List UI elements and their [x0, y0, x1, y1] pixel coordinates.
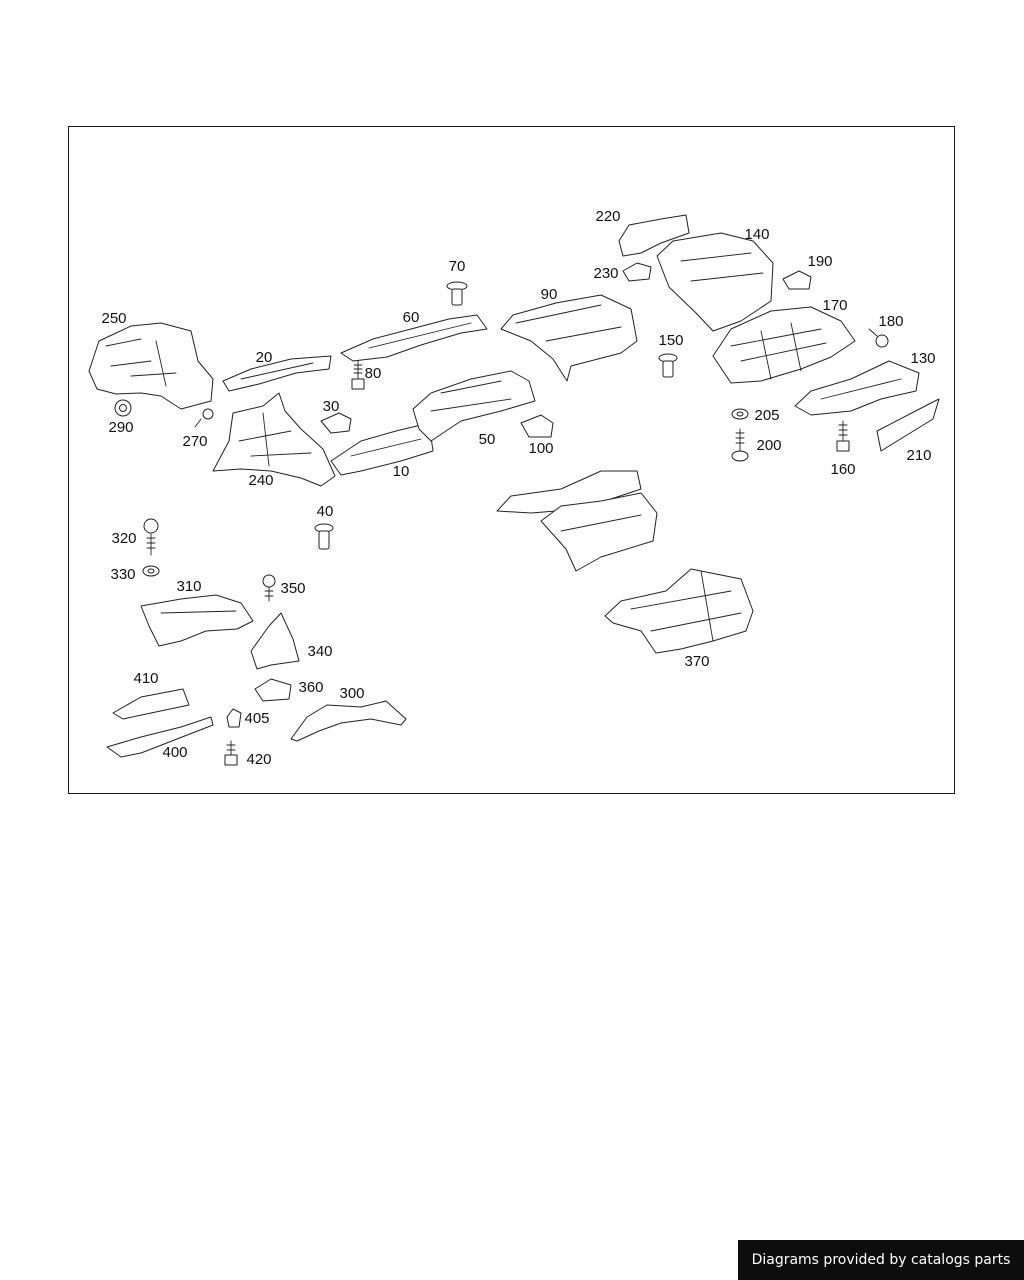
callout-140: 140 — [744, 226, 769, 243]
callout-290: 290 — [108, 419, 133, 436]
callout-40: 40 — [317, 503, 334, 520]
part-405-clip — [226, 708, 242, 728]
callout-330: 330 — [110, 566, 135, 583]
part-330-washer — [142, 565, 160, 577]
part-40-bolt — [314, 523, 334, 550]
callout-20: 20 — [256, 349, 273, 366]
part-140-cover — [656, 232, 774, 332]
part-160-screw — [836, 420, 850, 452]
part-320-bolt — [143, 518, 159, 556]
callout-230: 230 — [593, 265, 618, 282]
part-10-shield — [330, 424, 434, 476]
callout-400: 400 — [162, 744, 187, 761]
callout-50: 50 — [479, 431, 496, 448]
credit-text: Diagrams provided by catalogs parts — [751, 1252, 1011, 1268]
part-230-clip — [622, 262, 652, 282]
callout-310: 310 — [176, 578, 201, 595]
callout-70: 70 — [449, 258, 466, 275]
callout-420: 420 — [246, 751, 271, 768]
part-200-screw — [731, 428, 749, 462]
part-250-shield — [88, 322, 214, 410]
callout-410: 410 — [133, 670, 158, 687]
callout-205: 205 — [754, 407, 779, 424]
callout-340: 340 — [307, 643, 332, 660]
part-210-bar — [876, 398, 940, 452]
callout-405: 405 — [244, 710, 269, 727]
parts-diagram-frame: 250 20 290 270 240 70 60 80 30 10 50 100… — [68, 126, 955, 794]
part-205-washer — [731, 408, 749, 420]
callout-270: 270 — [182, 433, 207, 450]
callout-200: 200 — [756, 437, 781, 454]
callout-60: 60 — [403, 309, 420, 326]
callout-150: 150 — [658, 332, 683, 349]
callout-240: 240 — [248, 472, 273, 489]
callout-80: 80 — [365, 365, 382, 382]
callout-210: 210 — [906, 447, 931, 464]
credit-banner: Diagrams provided by catalogs parts — [738, 1240, 1024, 1280]
part-370-shield — [604, 568, 754, 654]
part-310-shield — [140, 594, 254, 647]
callout-180: 180 — [878, 313, 903, 330]
part-240-shield — [212, 392, 336, 487]
part-20-bracket — [222, 355, 332, 392]
callout-370: 370 — [684, 653, 709, 670]
part-30-clip — [320, 412, 352, 434]
part-190-clip — [782, 270, 812, 290]
callout-10: 10 — [393, 463, 410, 480]
callout-130: 130 — [910, 350, 935, 367]
part-130-shield — [794, 360, 920, 416]
part-180-screw — [868, 328, 889, 348]
callout-250: 250 — [101, 310, 126, 327]
callout-100: 100 — [528, 440, 553, 457]
callout-220: 220 — [595, 208, 620, 225]
part-410-plate — [112, 688, 190, 720]
part-350-screw — [262, 574, 276, 602]
callout-90: 90 — [541, 286, 558, 303]
callout-190: 190 — [807, 253, 832, 270]
part-100-clip — [520, 414, 554, 438]
part-270-screw — [194, 408, 214, 428]
part-300-shield — [290, 700, 407, 742]
callout-360: 360 — [298, 679, 323, 696]
part-70-bolt — [446, 281, 468, 306]
part-220-plate — [618, 214, 690, 257]
part-150-bolt — [658, 353, 678, 378]
exploded-parts-diagram: 250 20 290 270 240 70 60 80 30 10 50 100… — [88, 208, 940, 768]
callout-300: 300 — [339, 685, 364, 702]
part-420-bolt — [224, 740, 238, 766]
callout-320: 320 — [111, 530, 136, 547]
part-340-shield — [250, 612, 300, 670]
part-170-tray — [712, 306, 856, 384]
part-90-shield — [500, 294, 638, 382]
callout-170: 170 — [822, 297, 847, 314]
part-290-nut — [114, 399, 132, 417]
callout-350: 350 — [280, 580, 305, 597]
part-middle-shield-pair — [496, 470, 658, 572]
part-80-bolt — [351, 360, 365, 390]
callout-160: 160 — [830, 461, 855, 478]
part-400-rail — [106, 716, 214, 758]
callout-30: 30 — [323, 398, 340, 415]
part-50-shield — [412, 370, 536, 442]
part-60-shield — [340, 314, 488, 362]
part-360-clip — [254, 678, 292, 702]
